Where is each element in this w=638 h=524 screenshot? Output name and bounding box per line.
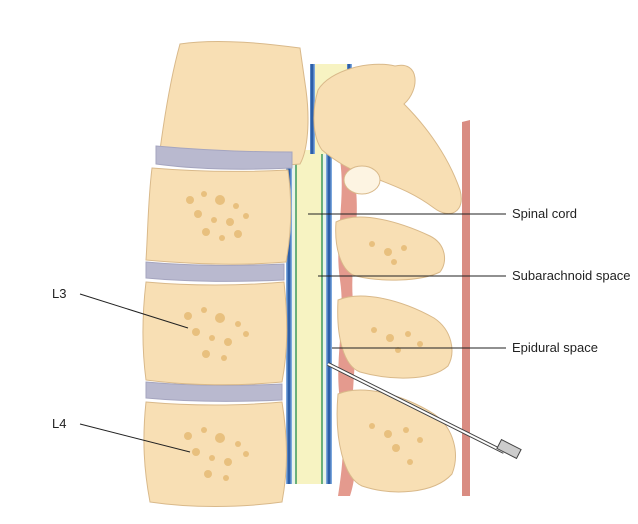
vertebra-l2 (145, 167, 292, 265)
label-epidural-space: Epidural space (512, 340, 598, 355)
disc-2 (145, 261, 285, 282)
spinous-process-2 (337, 295, 453, 379)
epidural-needle (327, 362, 522, 460)
l3-leader (79, 293, 189, 329)
facet-joint (343, 165, 381, 195)
posterior-ligament (462, 120, 470, 496)
l4-leader (79, 423, 191, 453)
label-subarachnoid-space: Subarachnoid space (512, 268, 631, 283)
spinous-process-1 (335, 216, 446, 281)
posterior-arch-top (313, 63, 462, 214)
ligamentum-flavum (338, 70, 362, 496)
vertebra-top (159, 40, 309, 167)
disc-1 (155, 145, 293, 170)
vertebra-l4 (143, 401, 287, 507)
bone-texture (184, 191, 249, 481)
vertebra-l3 (142, 281, 288, 386)
label-l4: L4 (52, 416, 66, 431)
label-l3: L3 (52, 286, 66, 301)
disc-3 (145, 381, 283, 402)
label-spinal-cord: Spinal cord (512, 206, 577, 221)
spinous-texture (369, 241, 423, 465)
spinous-process-3 (336, 389, 456, 493)
